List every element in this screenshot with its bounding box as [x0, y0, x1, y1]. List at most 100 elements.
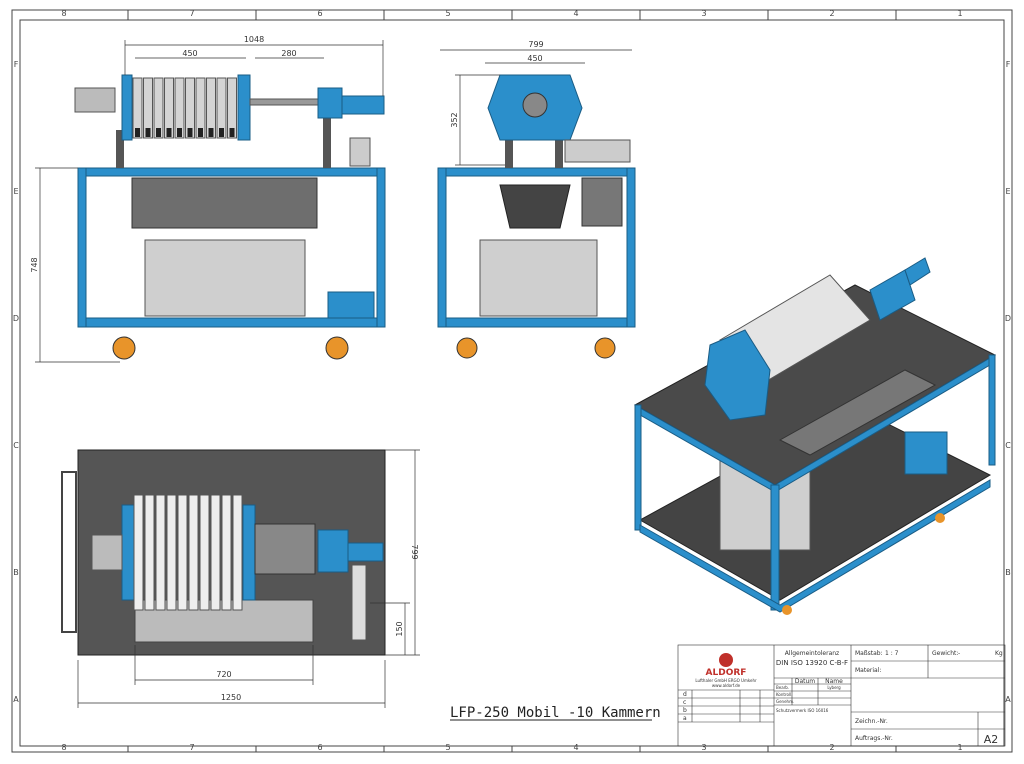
website: www.aldorf.de: [712, 683, 741, 688]
filter-plate: [210, 494, 221, 611]
front-view: [74, 74, 386, 360]
weight-value: -: [958, 650, 960, 657]
material-label: Material:: [855, 667, 881, 674]
grid-column-label: 3: [701, 9, 706, 18]
grid-column-label: 4: [573, 743, 578, 752]
row-kontroll: Kontroll.: [776, 692, 792, 697]
outlet-tap: [145, 128, 151, 137]
outlet-tap: [219, 128, 224, 137]
grid-column-label: 2: [829, 9, 834, 18]
outlet-tap: [135, 128, 140, 137]
collection-bin: [144, 239, 306, 317]
grid-column-label: 2: [829, 743, 834, 752]
order-number-label: Auftrags.-Nr.: [855, 735, 893, 742]
filter-plates-top: [133, 494, 243, 611]
filter-plate: [195, 77, 206, 139]
grid-row-label: D: [13, 314, 19, 323]
outlet-tap: [229, 128, 235, 137]
grid-column-label: 3: [701, 743, 706, 752]
outlet-tap: [198, 128, 203, 137]
filter-plate: [227, 77, 237, 139]
wheel: [456, 337, 478, 359]
filter-plate: [144, 494, 155, 611]
wheel: [325, 336, 349, 360]
grid-column-label: 1: [957, 9, 962, 18]
revision-c: c: [683, 699, 686, 706]
dim-1048: 1048: [244, 35, 264, 44]
grid-row-label: A: [13, 695, 19, 704]
filter-plate: [188, 494, 199, 611]
aldorf-logo-icon: [719, 653, 733, 667]
outlet-tap: [166, 128, 172, 137]
weight-unit: Kg: [995, 650, 1003, 657]
grid-row-label: B: [13, 568, 19, 577]
logo-text: ALDORF: [706, 668, 747, 678]
drawn-by: Lyberg: [827, 685, 841, 690]
dim-280: 280: [281, 49, 296, 58]
revision-b: b: [683, 707, 687, 714]
grid-row-label: B: [1005, 568, 1011, 577]
grid-row-label: E: [13, 187, 18, 196]
top-dimensions: [77, 449, 420, 708]
protection-notice: Schutzvermerk ISO 16016: [776, 708, 829, 713]
grid-row-label: F: [14, 60, 19, 69]
drawing-number-label: Zeichn.-Nr.: [855, 718, 888, 725]
dim-799: 799: [528, 40, 543, 49]
inlet-valves: [74, 87, 116, 113]
filter-plate: [185, 77, 195, 139]
drawing-title: LFP-250 Mobil -10 Kammern: [450, 705, 661, 721]
outlet-tap: [177, 128, 182, 137]
grid-column-label: 8: [61, 743, 66, 752]
row-genehm: Genehm.: [776, 699, 794, 704]
drip-tray: [131, 177, 318, 229]
filter-cloth-tray: [499, 184, 571, 229]
wheel: [112, 336, 136, 360]
grid-row-label: C: [1005, 441, 1011, 450]
dim-720: 720: [216, 670, 231, 679]
grid-column-label: 7: [189, 743, 194, 752]
dim-450: 450: [182, 49, 197, 58]
weight-label: Gewicht:: [932, 650, 958, 657]
wheel: [594, 337, 616, 359]
name-header: Name: [825, 678, 843, 685]
filter-plates: [132, 77, 237, 139]
tolerance-label: Allgemeintoleranz: [785, 650, 839, 657]
hydraulic-cylinder: [341, 95, 385, 115]
filter-plate: [155, 494, 166, 611]
outlet-tap: [156, 128, 161, 137]
dim-450-side: 450: [527, 54, 542, 63]
filter-plate: [199, 494, 210, 611]
filter-plate: [153, 77, 164, 139]
row-bearb: Bearb.: [776, 685, 789, 690]
grid-row-label: A: [1005, 695, 1011, 704]
side-dimensions: [440, 49, 632, 166]
filter-plate: [166, 494, 177, 611]
grid-column-label: 5: [445, 743, 450, 752]
filter-plate: [177, 494, 188, 611]
grid-column-label: 7: [189, 9, 194, 18]
grid-column-label: 8: [61, 9, 66, 18]
grid-row-label: C: [13, 441, 19, 450]
dim-150: 150: [395, 621, 404, 636]
filter-plate: [221, 494, 232, 611]
front-dimensions: [35, 40, 384, 363]
grid-row-label: F: [1006, 60, 1011, 69]
date-header: Datum: [795, 678, 815, 685]
grid-column-label: 1: [957, 743, 962, 752]
title-block: [677, 644, 1006, 747]
grid-column-label: 5: [445, 9, 450, 18]
grid-row-label: E: [1005, 187, 1010, 196]
revision-a: a: [683, 715, 687, 722]
scale-value: 1 : 7: [885, 650, 899, 657]
filter-plate: [164, 77, 174, 139]
outlet-tap: [187, 128, 193, 137]
filter-plate: [174, 77, 185, 139]
grid-column-label: 4: [573, 9, 578, 18]
sheet-size: A2: [984, 733, 999, 746]
top-view: [61, 449, 386, 656]
company-line: Lufthaler GmbH ERGO Umkehr: [695, 678, 757, 683]
filter-plate: [133, 494, 144, 611]
revision-d: d: [683, 691, 687, 698]
dim-352: 352: [450, 112, 459, 127]
